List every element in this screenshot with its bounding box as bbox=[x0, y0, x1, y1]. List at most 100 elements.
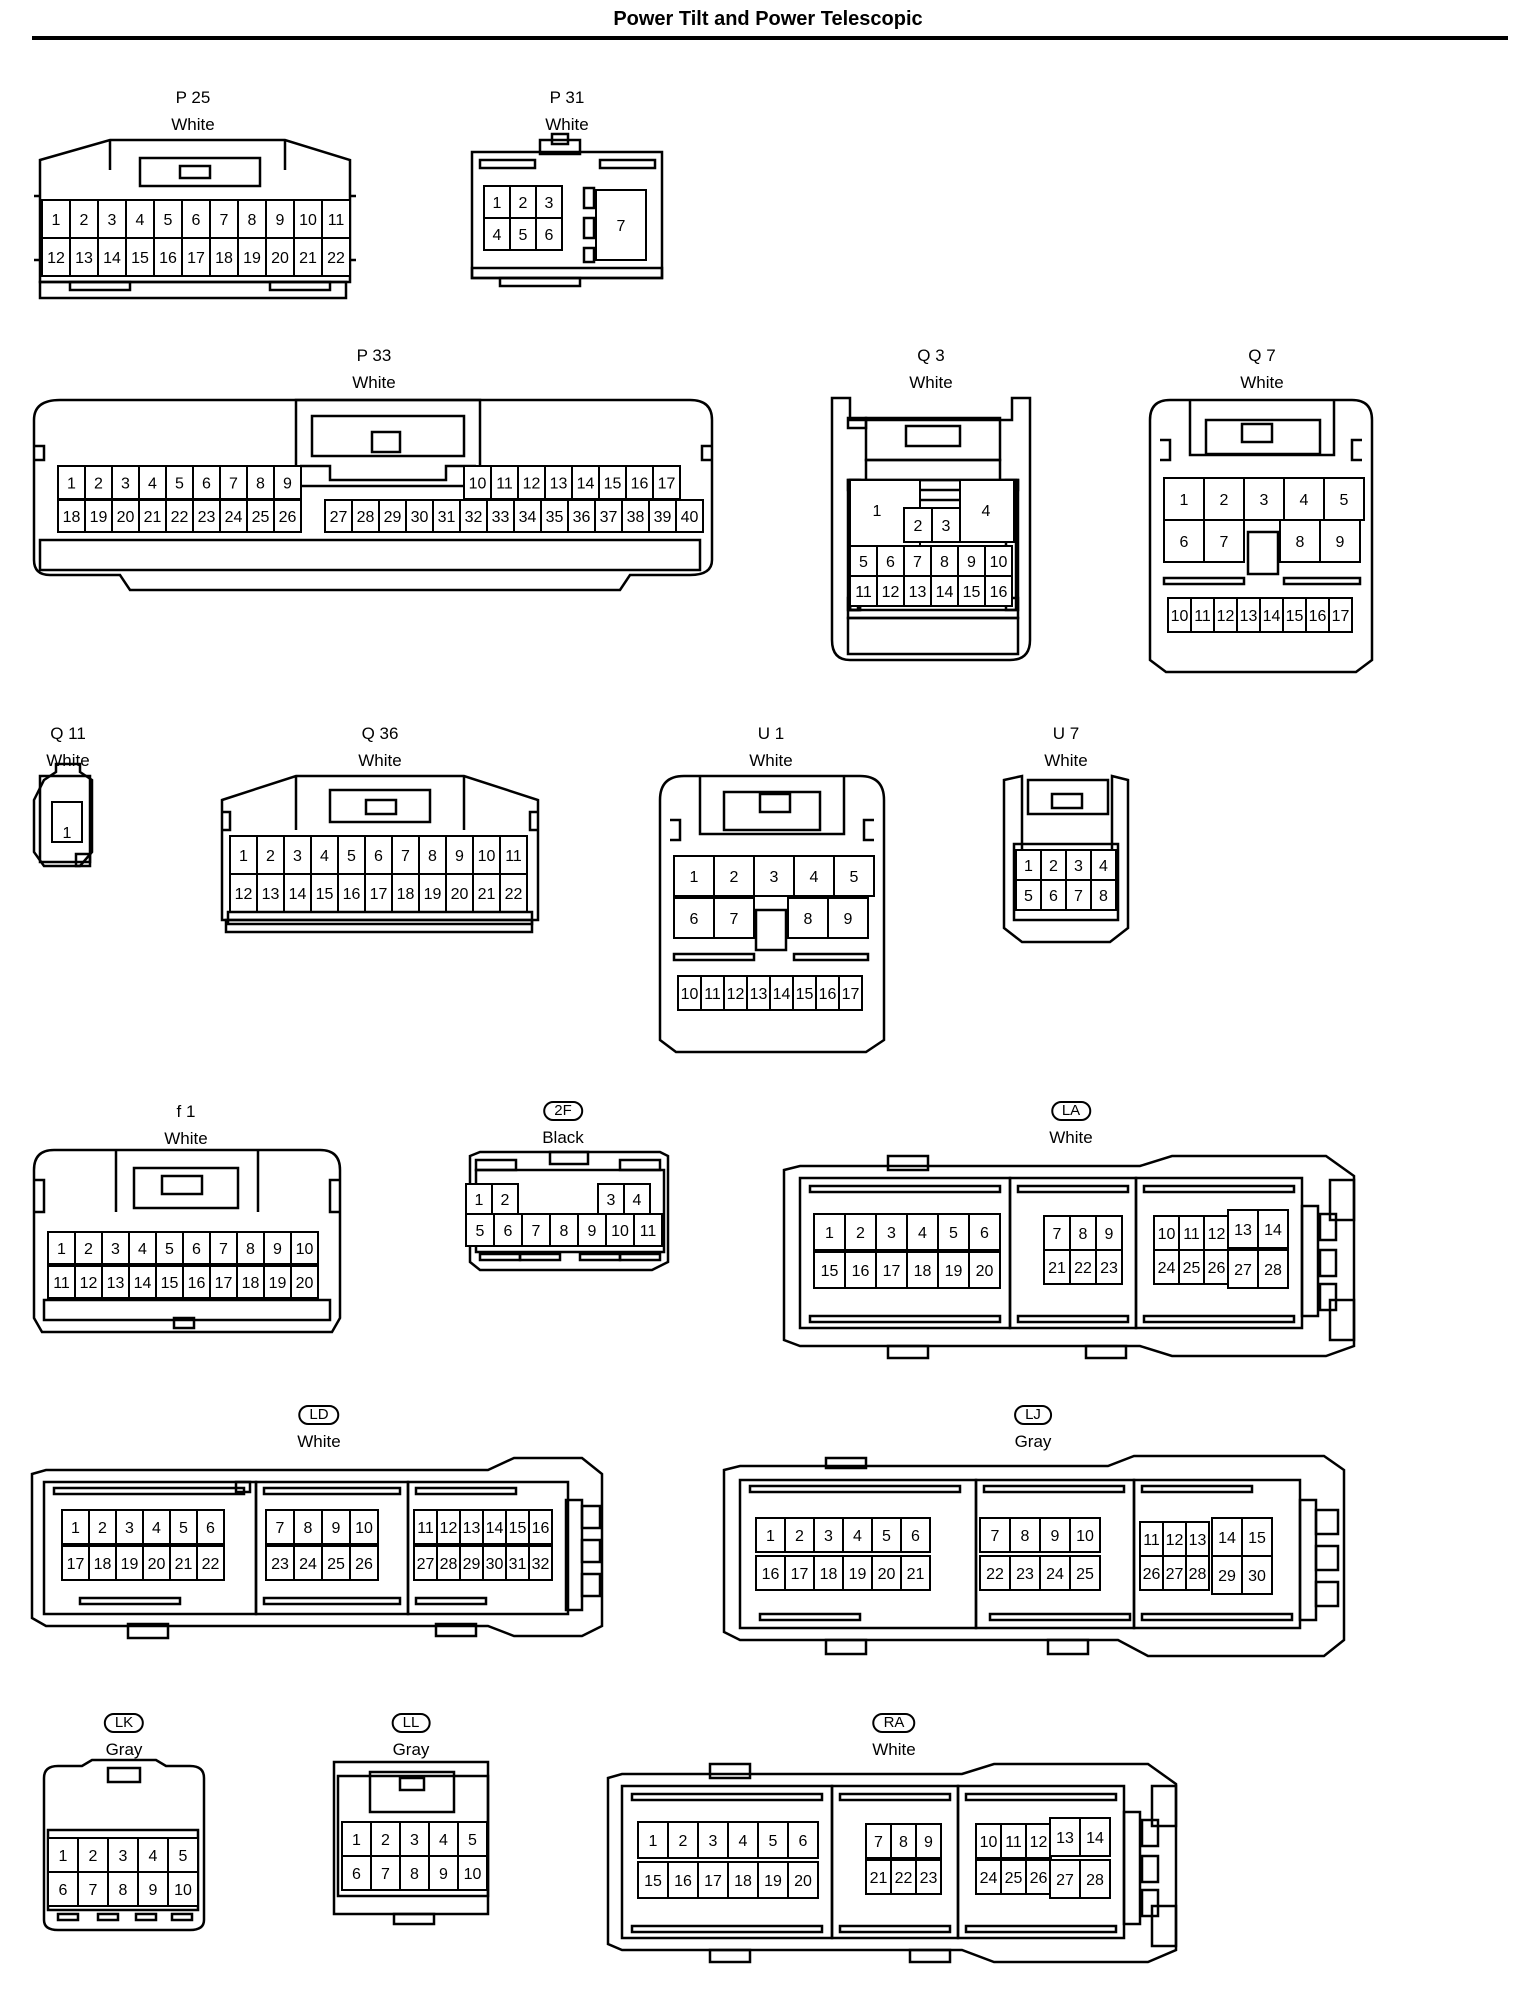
outline bbox=[1150, 1784, 1178, 1828]
pin-number: 17 bbox=[1332, 608, 1350, 625]
pin-cell bbox=[1039, 1555, 1071, 1591]
connector-label-2f: 2F Black bbox=[542, 1100, 584, 1148]
pin-number: 2 bbox=[914, 518, 923, 535]
pin-cell bbox=[465, 1183, 493, 1215]
connector-color: Gray bbox=[1014, 1432, 1052, 1451]
slot bbox=[56, 1912, 80, 1922]
outline bbox=[824, 1456, 868, 1470]
outline bbox=[830, 396, 1032, 662]
outline bbox=[1298, 1498, 1318, 1622]
pin-cell bbox=[598, 465, 627, 500]
outline bbox=[132, 1166, 240, 1210]
pin-cell bbox=[875, 1251, 908, 1289]
pin-cell bbox=[1079, 1817, 1111, 1857]
title-rule bbox=[32, 36, 1508, 40]
pin-number: 3 bbox=[607, 1192, 616, 1209]
pin-cell bbox=[209, 199, 239, 239]
pin-cell bbox=[838, 975, 863, 1011]
pin-cell bbox=[930, 575, 959, 607]
pin-number: 12 bbox=[80, 1275, 98, 1292]
pin-number: 1 bbox=[649, 1833, 658, 1850]
outline bbox=[904, 424, 962, 448]
outline bbox=[1160, 438, 1362, 462]
pin-cell bbox=[984, 575, 1013, 607]
connector-color: Gray bbox=[392, 1740, 430, 1759]
pin-cell bbox=[594, 499, 623, 533]
pin-number: 32 bbox=[532, 1556, 550, 1573]
pin-number: 5 bbox=[859, 554, 868, 571]
pin-cell bbox=[321, 237, 351, 277]
pin-cell bbox=[236, 1265, 265, 1299]
pin-number: 37 bbox=[600, 509, 618, 526]
pin-number: 15 bbox=[316, 886, 334, 903]
outline bbox=[32, 1148, 342, 1334]
pin-cell bbox=[1000, 1823, 1027, 1859]
pin-cell bbox=[844, 1213, 877, 1251]
pin-number: 19 bbox=[121, 1556, 139, 1573]
pin-number: 9 bbox=[273, 1241, 282, 1258]
pin-cell bbox=[1069, 1517, 1101, 1553]
pin-number: 13 bbox=[1234, 1222, 1252, 1239]
outline bbox=[1188, 400, 1336, 457]
outline bbox=[582, 186, 596, 210]
connector-color: White bbox=[352, 373, 396, 392]
pin-number: 13 bbox=[75, 250, 93, 267]
pin-cell bbox=[192, 465, 221, 500]
pin-number: 25 bbox=[252, 509, 270, 526]
slot bbox=[1016, 1184, 1130, 1194]
outline bbox=[1204, 418, 1322, 456]
pin-number: 2 bbox=[266, 848, 275, 865]
pin-cell bbox=[293, 1545, 323, 1581]
pin-number: 5 bbox=[175, 476, 184, 493]
pin-number: 7 bbox=[229, 476, 238, 493]
slot bbox=[134, 1912, 158, 1922]
connector-name: P 25 bbox=[175, 88, 211, 107]
pin-number: 8 bbox=[1021, 1528, 1030, 1545]
pin-number: 17 bbox=[215, 1275, 233, 1292]
pin-number: 3 bbox=[125, 1520, 134, 1537]
outline bbox=[598, 158, 657, 170]
pin-cell bbox=[47, 1871, 79, 1907]
slot bbox=[630, 1792, 824, 1802]
pin-number: 2 bbox=[381, 1832, 390, 1849]
pin-number: 29 bbox=[463, 1556, 481, 1573]
outline bbox=[294, 776, 466, 830]
slot bbox=[262, 1596, 402, 1606]
pin-cell bbox=[528, 1545, 553, 1581]
pin-number: 14 bbox=[486, 1520, 504, 1537]
slot bbox=[988, 1612, 1132, 1622]
connector-name: U 1 bbox=[757, 724, 785, 743]
pin-number: 7 bbox=[874, 1834, 883, 1851]
outline bbox=[908, 1948, 952, 1964]
pin-cell bbox=[101, 1231, 130, 1265]
pin-number: 24 bbox=[225, 509, 243, 526]
pin-number: 6 bbox=[690, 911, 699, 928]
pin-number: 3 bbox=[293, 848, 302, 865]
outline bbox=[368, 1770, 456, 1814]
pin-cell bbox=[813, 1517, 844, 1553]
connector-name: LJ bbox=[1014, 1405, 1052, 1425]
outline bbox=[126, 1622, 170, 1640]
pin-number: 39 bbox=[654, 509, 672, 526]
slot bbox=[578, 1252, 622, 1262]
outline bbox=[1140, 1854, 1160, 1884]
slot bbox=[78, 1596, 182, 1606]
pin-number: 16 bbox=[188, 1275, 206, 1292]
pin-number: 2 bbox=[89, 1848, 98, 1865]
pin-number: 8 bbox=[1079, 1226, 1088, 1243]
outline bbox=[550, 132, 570, 146]
pin-number: 6 bbox=[545, 227, 554, 244]
slot bbox=[982, 1484, 1126, 1494]
pin-cell bbox=[263, 1265, 292, 1299]
pin-cell bbox=[713, 897, 755, 939]
connector-color: White bbox=[297, 1432, 341, 1451]
slot bbox=[964, 1924, 1118, 1934]
pin-number: 3 bbox=[887, 1225, 896, 1242]
pin-cell bbox=[697, 1821, 729, 1859]
pin-number: 29 bbox=[1218, 1568, 1236, 1585]
pin-cell bbox=[637, 1861, 669, 1899]
pin-number: 3 bbox=[709, 1833, 718, 1850]
